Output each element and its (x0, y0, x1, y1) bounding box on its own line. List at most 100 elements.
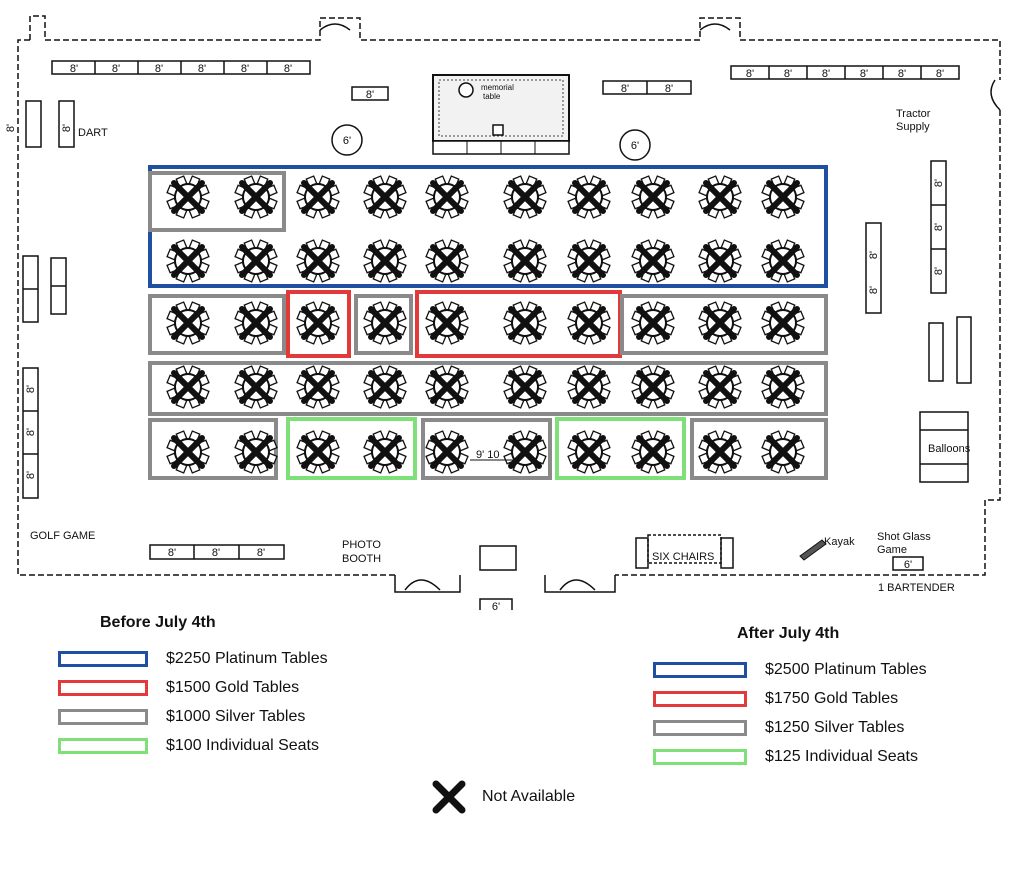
round-table-6 (619, 129, 651, 161)
x-mark-icon (432, 780, 466, 814)
round-table (503, 175, 547, 219)
table-label: 8' (25, 471, 37, 479)
unavailable-x-icon (508, 370, 542, 404)
silver-box (148, 294, 286, 355)
tier-boxes (148, 165, 828, 480)
seats-swatch (653, 748, 747, 765)
table-label: 8' (5, 124, 17, 132)
round-table (363, 301, 407, 345)
unavailable-x-icon (301, 180, 335, 214)
round-table (296, 430, 340, 474)
silver-box (148, 361, 828, 416)
unavailable-x-icon (508, 306, 542, 340)
round-table (425, 239, 469, 283)
kayak-label: Kayak (824, 536, 855, 548)
silver-box (148, 171, 286, 232)
table-label: 6' (492, 601, 500, 610)
silver-box (148, 418, 278, 480)
game-label: Game (877, 544, 907, 556)
unavailable-x-icon (430, 244, 464, 278)
round-table (567, 430, 611, 474)
unavailable-x-icon (766, 370, 800, 404)
unavailable-x-icon (171, 435, 205, 469)
unavailable-x-icon (239, 180, 273, 214)
gold-box (286, 290, 351, 358)
tables-bottom (149, 534, 924, 610)
photo-label: PHOTO (342, 539, 381, 551)
unavailable-x-icon (239, 370, 273, 404)
dart-label: DART (78, 127, 108, 139)
unavailable-x-icon (703, 435, 737, 469)
table-label: 8' (284, 63, 292, 75)
unavailable-x-icon (636, 370, 670, 404)
table-label: 8' (112, 63, 120, 75)
table-label: 6' (343, 135, 351, 147)
unavailable-x-icon (239, 435, 273, 469)
round-table (425, 175, 469, 219)
table-label: 8' (241, 63, 249, 75)
round-table (363, 365, 407, 409)
silver-box (690, 418, 828, 480)
unavailable-x-icon (301, 435, 335, 469)
unavailable-x-icon (171, 180, 205, 214)
unavailable-x-icon (572, 180, 606, 214)
round-table (631, 239, 675, 283)
round-table (698, 430, 742, 474)
platinum-swatch (653, 661, 747, 678)
round-table (296, 301, 340, 345)
seats-box (555, 417, 686, 480)
tractor-label: Tractor (896, 108, 931, 120)
unavailable-x-icon (703, 244, 737, 278)
unavailable-x-icon (430, 435, 464, 469)
table-label: 8' (61, 124, 73, 132)
unavailable-x-icon (171, 306, 205, 340)
table-label: 8' (936, 68, 944, 80)
table-small (351, 86, 389, 101)
table-label: 8' (168, 547, 176, 559)
table-label: 8' (366, 89, 374, 101)
legend-label: $1500 Gold Tables (166, 678, 300, 696)
round-table (503, 430, 547, 474)
supply-label: Supply (896, 121, 930, 133)
round-table (761, 430, 805, 474)
legend-after: After July 4th $2500 Platinum Tables $17… (653, 625, 927, 771)
table-label: 8' (25, 428, 37, 436)
tables-top-right (730, 65, 960, 80)
round-table (567, 239, 611, 283)
round-tables (166, 175, 805, 474)
unavailable-x-icon (368, 370, 402, 404)
unavailable-x-icon (368, 435, 402, 469)
table-label: 8' (860, 68, 868, 80)
legend-before-title: Before July 4th (100, 614, 216, 631)
gold-swatch (58, 679, 148, 696)
not-available-key: Not Available (432, 780, 575, 814)
table-label: 8' (212, 547, 220, 559)
silver-swatch (653, 719, 747, 736)
table-label: 8' (257, 547, 265, 559)
round-table (631, 430, 675, 474)
legend-before: Before July 4th $2250 Platinum Tables $1… (58, 614, 328, 760)
memorial-label: table (483, 92, 501, 101)
legend-label: $2250 Platinum Tables (166, 649, 328, 667)
unavailable-x-icon (301, 370, 335, 404)
unavailable-x-icon (239, 306, 273, 340)
seats-box (286, 417, 417, 480)
platinum-swatch (58, 650, 148, 667)
legend-item: $1500 Gold Tables (58, 673, 328, 702)
round-table (631, 175, 675, 219)
floor-plan: 8' 8' 8' 8' 8' 8' 8' 8' 8' 8' 8' 8' 8' 8… (5, 15, 1001, 610)
unavailable-x-icon (368, 306, 402, 340)
round-table (425, 301, 469, 345)
table-label: 8' (868, 251, 880, 259)
legend-after-title: After July 4th (737, 625, 840, 642)
table-label: 8' (822, 68, 830, 80)
legend-item: $100 Individual Seats (58, 731, 328, 760)
tables-left-side (22, 100, 75, 499)
table-label: 8' (933, 179, 945, 187)
legend-item: $2500 Platinum Tables (653, 655, 927, 684)
round-table (166, 365, 210, 409)
round-table (698, 365, 742, 409)
legend-item: $1250 Silver Tables (653, 713, 927, 742)
tables-right-side (865, 160, 972, 483)
table-label: 8' (665, 83, 673, 95)
